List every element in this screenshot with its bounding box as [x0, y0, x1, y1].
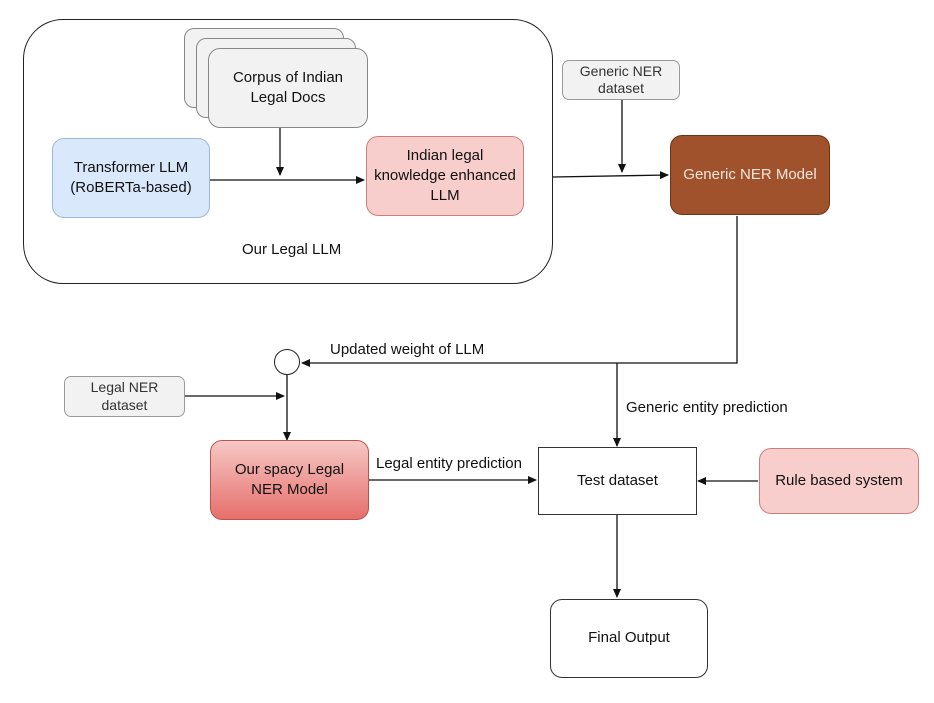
container-label: Our Legal LLM [242, 241, 342, 258]
edge-updated-weight [301, 216, 738, 367]
legal-llm-line-3: LLM [430, 187, 460, 205]
generic-ner-model-node[interactable]: Generic NER Model [670, 135, 830, 215]
legal-prediction-label: Legal entity prediction [376, 455, 522, 472]
corpus-node[interactable]: Corpus of Indian Legal Docs [208, 48, 368, 128]
test-dataset-line-1: Test dataset [577, 471, 658, 489]
test-dataset-node[interactable]: Test dataset [538, 447, 697, 515]
rule-based-line-1: Rule based system [775, 471, 903, 489]
corpus-line-1: Corpus of Indian [232, 68, 344, 86]
generic-dataset-line-2: dataset [598, 80, 644, 96]
test-dataset-text: Test dataset [577, 471, 658, 491]
legal-dataset-line-1: Legal NER [90, 379, 159, 395]
spacy-legal-ner-node[interactable]: Our spacy Legal NER Model [210, 440, 369, 520]
legal-ner-dataset-node[interactable]: Legal NER dataset [64, 376, 185, 417]
legal-llm-node-text: Indian legal knowledge enhanced LLM [374, 146, 516, 207]
transformer-line-2: (RoBERTa-based) [70, 179, 192, 196]
edge-legal-llm-to-generic-ner [552, 171, 669, 180]
legal-dataset-line-2: dataset [101, 396, 148, 413]
transformer-line-1: Transformer LLM [73, 158, 189, 176]
generic-ner-line-1: Generic NER Model [683, 165, 817, 183]
corpus-line-2: Legal Docs [250, 89, 326, 106]
final-output-text: Final Output [588, 628, 670, 648]
spacy-ner-line-2: NER Model [251, 481, 328, 498]
generic-dataset-line-1: Generic NER [579, 62, 663, 79]
final-output-line-1: Final Output [588, 629, 670, 647]
rule-based-text: Rule based system [775, 471, 903, 491]
updated-weight-label: Updated weight of LLM [330, 341, 485, 358]
generic-ner-dataset-node[interactable]: Generic NER dataset [562, 60, 680, 100]
transformer-node-text: Transformer LLM (RoBERTa-based) [70, 158, 191, 199]
generic-dataset-text: Generic NER dataset [580, 63, 662, 98]
legal-llm-line-1: Indian legal [406, 146, 484, 164]
rule-based-system-node[interactable]: Rule based system [759, 448, 919, 514]
generic-ner-text: Generic NER Model [683, 165, 816, 185]
legal-dataset-text: Legal NER dataset [91, 379, 159, 414]
corpus-node-text: Corpus of Indian Legal Docs [233, 68, 343, 109]
merge-junction [274, 349, 300, 375]
spacy-ner-text: Our spacy Legal NER Model [235, 460, 344, 501]
legal-llm-container [23, 19, 553, 284]
spacy-ner-line-1: Our spacy Legal [234, 460, 345, 478]
transformer-llm-node[interactable]: Transformer LLM (RoBERTa-based) [52, 138, 210, 218]
generic-prediction-label: Generic entity prediction [626, 399, 788, 416]
final-output-node[interactable]: Final Output [550, 599, 708, 678]
legal-llm-node[interactable]: Indian legal knowledge enhanced LLM [366, 136, 524, 216]
legal-llm-line-2: knowledge enhanced [374, 166, 516, 184]
